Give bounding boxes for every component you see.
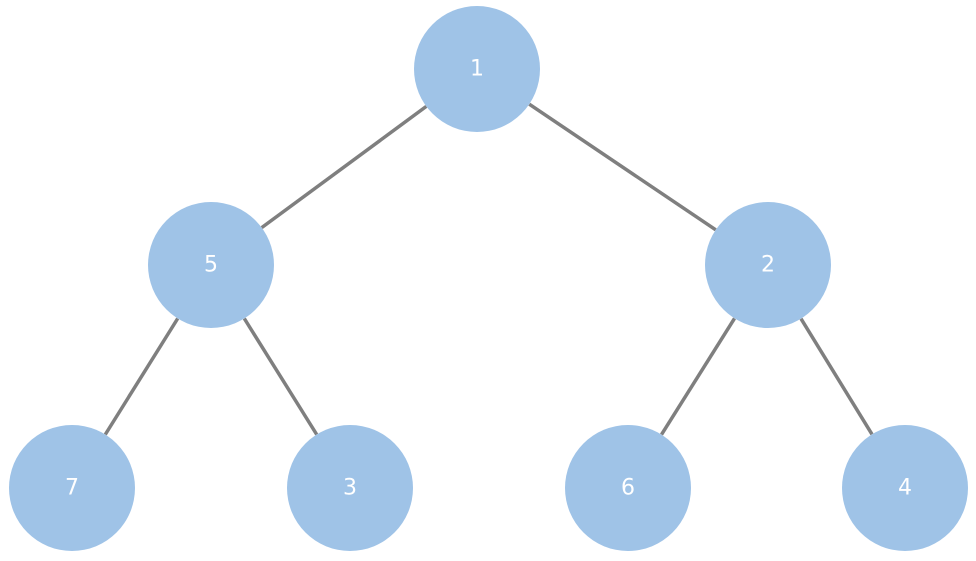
node-circle — [287, 425, 413, 551]
edges-layer — [103, 102, 874, 436]
tree-node-1: 1 — [414, 6, 540, 132]
node-label: 3 — [343, 476, 357, 501]
node-label: 6 — [621, 476, 635, 501]
edge-n1-n2 — [528, 102, 717, 232]
node-circle — [842, 425, 968, 551]
node-circle — [148, 202, 274, 328]
node-label: 1 — [470, 57, 484, 82]
edge-n2-n6 — [660, 317, 736, 436]
node-circle — [705, 202, 831, 328]
nodes-layer: 1 5 2 7 3 6 4 — [9, 6, 968, 551]
tree-node-7: 7 — [9, 425, 135, 551]
edge-n5-n3 — [242, 317, 319, 436]
node-circle — [9, 425, 135, 551]
tree-node-6: 6 — [565, 425, 691, 551]
tree-node-4: 4 — [842, 425, 968, 551]
node-circle — [565, 425, 691, 551]
node-label: 2 — [761, 253, 775, 278]
node-label: 4 — [898, 476, 912, 501]
edge-n5-n7 — [103, 317, 180, 436]
tree-node-2: 2 — [705, 202, 831, 328]
node-label: 7 — [65, 476, 79, 501]
node-label: 5 — [204, 253, 218, 278]
tree-node-5: 5 — [148, 202, 274, 328]
node-circle — [414, 6, 540, 132]
edge-n1-n5 — [260, 104, 428, 230]
edge-n2-n4 — [799, 317, 874, 436]
tree-node-3: 3 — [287, 425, 413, 551]
